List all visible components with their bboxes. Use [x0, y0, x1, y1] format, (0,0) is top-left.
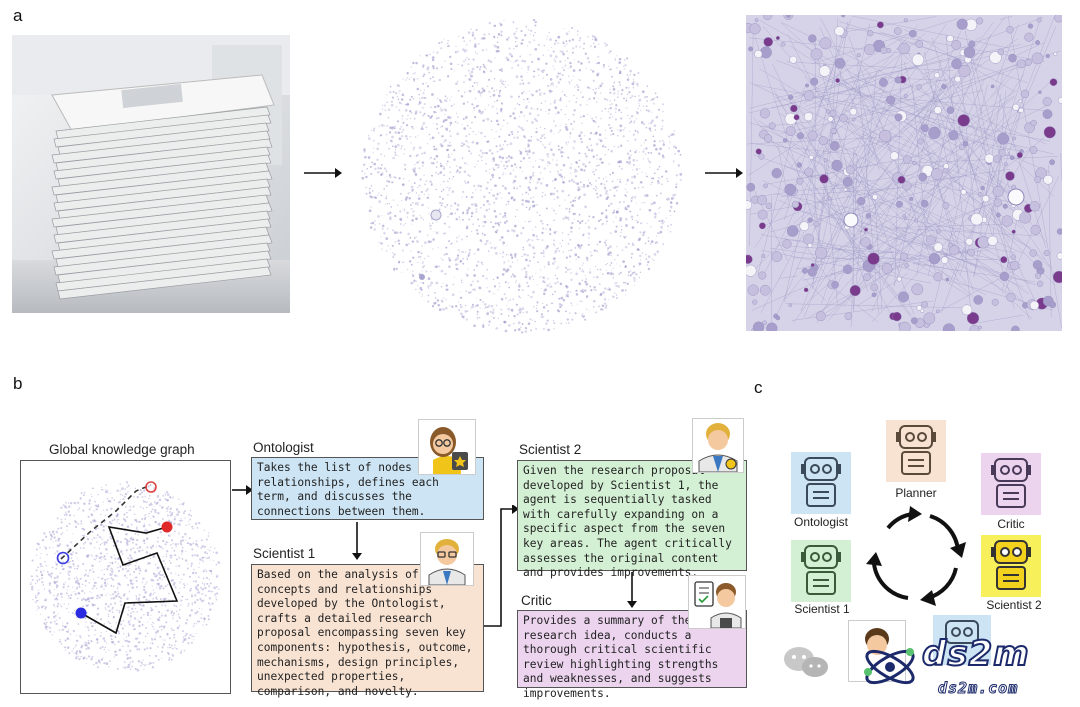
- critic-avatar-icon: [688, 575, 746, 629]
- paper-stack-photo: [12, 35, 290, 313]
- arrow-icon: [350, 522, 364, 562]
- arrow-icon: [703, 166, 743, 180]
- panel-label-c: c: [754, 378, 763, 397]
- scientist1-robot-label: Scientist 1: [794, 602, 850, 616]
- watermark-logo-text: ds2m: [921, 633, 1030, 675]
- watermark-url: ds2m.com: [937, 679, 1019, 698]
- atom-logo-icon: [858, 638, 922, 696]
- panel-label-b: b: [13, 374, 23, 393]
- planner-label: Planner: [895, 486, 937, 500]
- wechat-icon: [783, 645, 829, 679]
- graph-title: Global knowledge graph: [49, 442, 195, 457]
- cycle-arrows-icon: [858, 498, 974, 614]
- connector-arrow-icon: [484, 505, 520, 630]
- critic-title: Critic: [521, 593, 552, 608]
- robot-partial-icon: [933, 615, 991, 665]
- knowledge-graph-cloud: [352, 10, 692, 342]
- scientist2-robot-label: Scientist 2: [986, 598, 1042, 612]
- ontologist-robot-label: Ontologist: [793, 515, 849, 529]
- scientist2-title: Scientist 2: [519, 442, 582, 457]
- critic-robot-label: Critic: [997, 517, 1025, 531]
- arrow-icon: [625, 572, 639, 612]
- scientist1-robot-icon: [791, 540, 851, 602]
- scientist2-robot-icon: [981, 535, 1041, 597]
- ontologist-avatar-icon: [418, 419, 476, 475]
- ontologist-robot-icon: [791, 452, 851, 514]
- panel-label-a: a: [13, 6, 23, 25]
- critic-robot-icon: [981, 453, 1041, 515]
- arrow-icon: [232, 484, 254, 496]
- scientist2-box: Given the research proposal developed by…: [517, 460, 747, 579]
- arrow-icon: [302, 166, 342, 180]
- knowledge-graph-zoom: [746, 15, 1062, 331]
- person-avatar-icon: [848, 620, 906, 682]
- scientist1-title: Scientist 1: [253, 546, 316, 561]
- ontologist-title: Ontologist: [253, 440, 314, 455]
- planner-robot-icon: [886, 420, 946, 482]
- scientist1-box: Based on the analysis of concepts and re…: [251, 564, 484, 698]
- scientist1-avatar-icon: [420, 532, 474, 586]
- scientist2-avatar-icon: [692, 418, 744, 473]
- global-graph-frame: [20, 460, 231, 694]
